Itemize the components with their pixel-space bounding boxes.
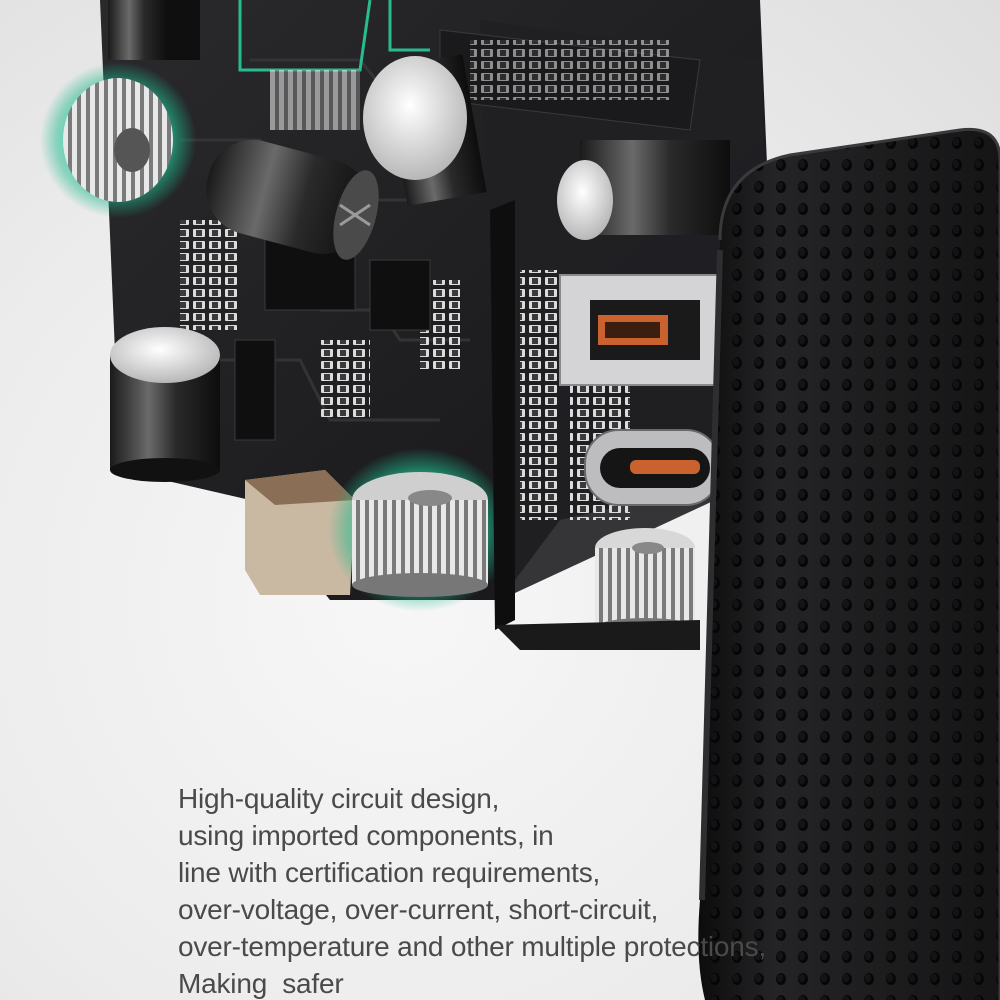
usb-a-port-icon [559,274,721,386]
usb-c-port-icon [584,429,721,506]
charger-shell-image [698,127,1000,1000]
capacitor-icon [557,140,730,240]
description-line: High-quality circuit design, [178,783,500,814]
toroid-inductor-icon [40,62,196,218]
description-line: line with certification requirements, [178,857,601,888]
description-text: High-quality circuit design, using impor… [178,780,858,1000]
description-line: over-temperature and other multiple prot… [178,931,767,962]
toroid-inductor-icon [328,448,512,612]
description-line: Making safer [178,968,344,999]
capacitor-icon [206,139,379,260]
description-line: using imported components, in [178,820,554,851]
description-line: over-voltage, over-current, short-circui… [178,894,659,925]
capacitor-icon [363,54,487,206]
capacitor-icon [110,327,220,482]
